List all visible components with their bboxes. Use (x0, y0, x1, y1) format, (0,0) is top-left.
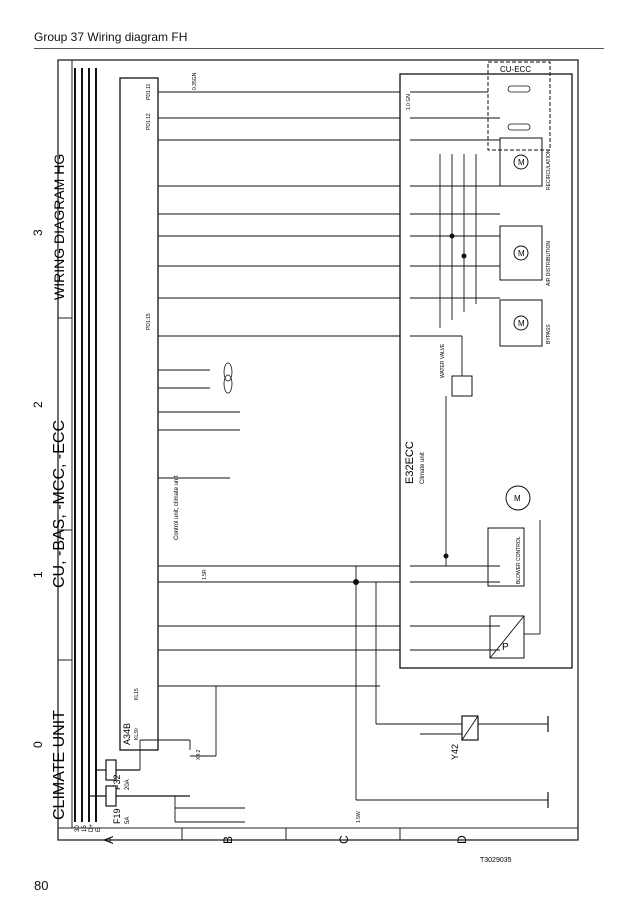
bottom-ticks (181, 828, 401, 840)
page-number: 80 (34, 878, 49, 893)
motor-bypass-symbol (513, 315, 529, 331)
grid-row-a: A (102, 836, 116, 844)
ecc-internal-wiring (410, 91, 541, 651)
connector-label-3: PD1:15 (146, 313, 152, 330)
motor-recirculation-box (499, 137, 543, 187)
pin-label-kl15: KL15 (134, 688, 140, 700)
motor-air-distribution-label: AIR DISTRIBUTION (546, 241, 552, 286)
grid-col-1: 1 (31, 571, 45, 578)
bus-label-30: 30 (75, 825, 81, 832)
motor-air-distribution-box (499, 225, 543, 281)
diagram-frame (57, 59, 579, 841)
control-unit-box (119, 77, 159, 751)
fuse-f32-symbol (96, 759, 140, 781)
diagram-subtitle: CU, -BAS, -MCC, -ECC (51, 420, 68, 588)
motor-bypass-box (499, 299, 543, 347)
grid-row-b: B (221, 836, 235, 844)
blower-control-label: BLOWER CONTROL (516, 536, 522, 584)
bus-label-15: 15 (82, 825, 88, 832)
bus-label-dplus: D+ (89, 824, 95, 832)
blower-control-box (487, 527, 525, 587)
diagram-section-title: CLIMATE UNIT (51, 710, 68, 820)
power-bus (74, 68, 97, 822)
splice-label-1: X4:2 (196, 749, 202, 760)
control-unit-label: Control unit, climate unit (174, 475, 180, 540)
control-unit-id: A34B (122, 723, 132, 745)
climate-unit-box (399, 73, 573, 669)
wire-label-3: 1.5R (202, 569, 208, 580)
motor-bypass-label: BYPASS (546, 324, 552, 344)
pressure-sensor-letter: P (502, 642, 509, 653)
signal-wires (158, 91, 400, 687)
lower-left-wiring (139, 566, 548, 823)
svg-text:M: M (518, 158, 525, 167)
motor-recirculation-symbol (513, 154, 529, 170)
sensor-fan-symbol (223, 362, 233, 394)
motor-air-distribution-symbol (513, 245, 529, 261)
cu-ecc-box (487, 61, 551, 151)
diagram-title: WIRING DIAGRAM HG (51, 154, 67, 300)
valve-y42-wiring (376, 723, 548, 735)
svg-text:M: M (518, 319, 525, 328)
grid-row-c: C (337, 835, 351, 844)
blower-motor-symbol (505, 485, 531, 511)
left-ticks (58, 317, 72, 661)
fuse-f19-symbol (89, 785, 190, 807)
fuse-f19-id: F19 (112, 808, 122, 824)
page-header-title: Group 37 Wiring diagram FH (34, 30, 188, 44)
wire-label-2: 1.0 GN (406, 94, 412, 110)
fuse-f32-rating: 20A (125, 779, 131, 790)
climate-unit-id: E32ECC (404, 441, 416, 484)
diagram-ref-code: T3029035 (480, 857, 512, 864)
grid-col-3: 3 (31, 229, 45, 236)
splice-node-1 (353, 579, 359, 585)
fuse-f32-id: F32 (112, 774, 122, 790)
bus-label-e: E (96, 828, 102, 832)
header-rule (34, 48, 604, 49)
cu-ecc-sensors (507, 85, 531, 131)
ecc-junctions (443, 233, 467, 559)
pin-label-kl30: KL30 (134, 728, 140, 740)
grid-row-d: D (455, 835, 469, 844)
pressure-sensor-box (489, 615, 525, 659)
grid-col-0: 0 (31, 741, 45, 748)
fuse-f19-rating: 5A (125, 817, 131, 824)
connector-label-2: PD1:12 (146, 113, 152, 130)
valve-y42-box (461, 715, 479, 741)
water-valve-label: WATER VALVE (440, 343, 446, 378)
climate-unit-label: Climate unit (420, 452, 426, 484)
grid-col-2: 2 (31, 401, 45, 408)
water-valve-box (451, 375, 473, 397)
cu-ecc-label: CU-ECC (500, 65, 531, 74)
valve-y42-diag (461, 715, 479, 741)
svg-text:M: M (514, 494, 521, 503)
wire-label-1: 0.35GN (192, 72, 198, 90)
pressure-sensor-diag (489, 615, 525, 659)
valve-y42-label: Y42 (450, 744, 460, 760)
motor-recirculation-label: RECIRCULATION (546, 149, 552, 190)
wire-label-4: 1.5W (356, 811, 362, 823)
connector-label-1: PD1:11 (146, 83, 152, 100)
svg-text:M: M (518, 249, 525, 258)
